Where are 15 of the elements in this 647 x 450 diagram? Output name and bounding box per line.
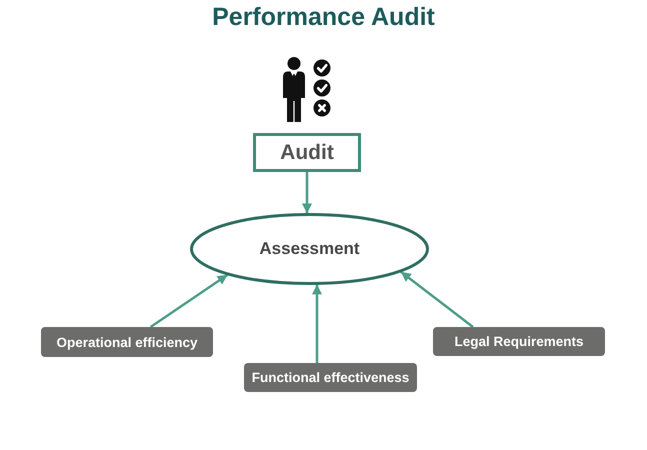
node-label: Legal Requirements xyxy=(454,334,584,349)
title: Performance Audit xyxy=(212,2,435,32)
node-label: Assessment xyxy=(259,239,360,259)
oval-node xyxy=(190,213,429,285)
category-box xyxy=(433,327,605,356)
category-box xyxy=(244,363,417,392)
category-box xyxy=(41,327,213,357)
arrow xyxy=(312,284,322,363)
node-label: Audit xyxy=(280,140,334,164)
node-label: Operational efficiency xyxy=(56,334,198,350)
arrow xyxy=(400,270,474,328)
process-box xyxy=(253,133,361,172)
arrow xyxy=(302,172,312,214)
arrow xyxy=(150,274,228,328)
node-label: Functional effectiveness xyxy=(252,370,410,385)
